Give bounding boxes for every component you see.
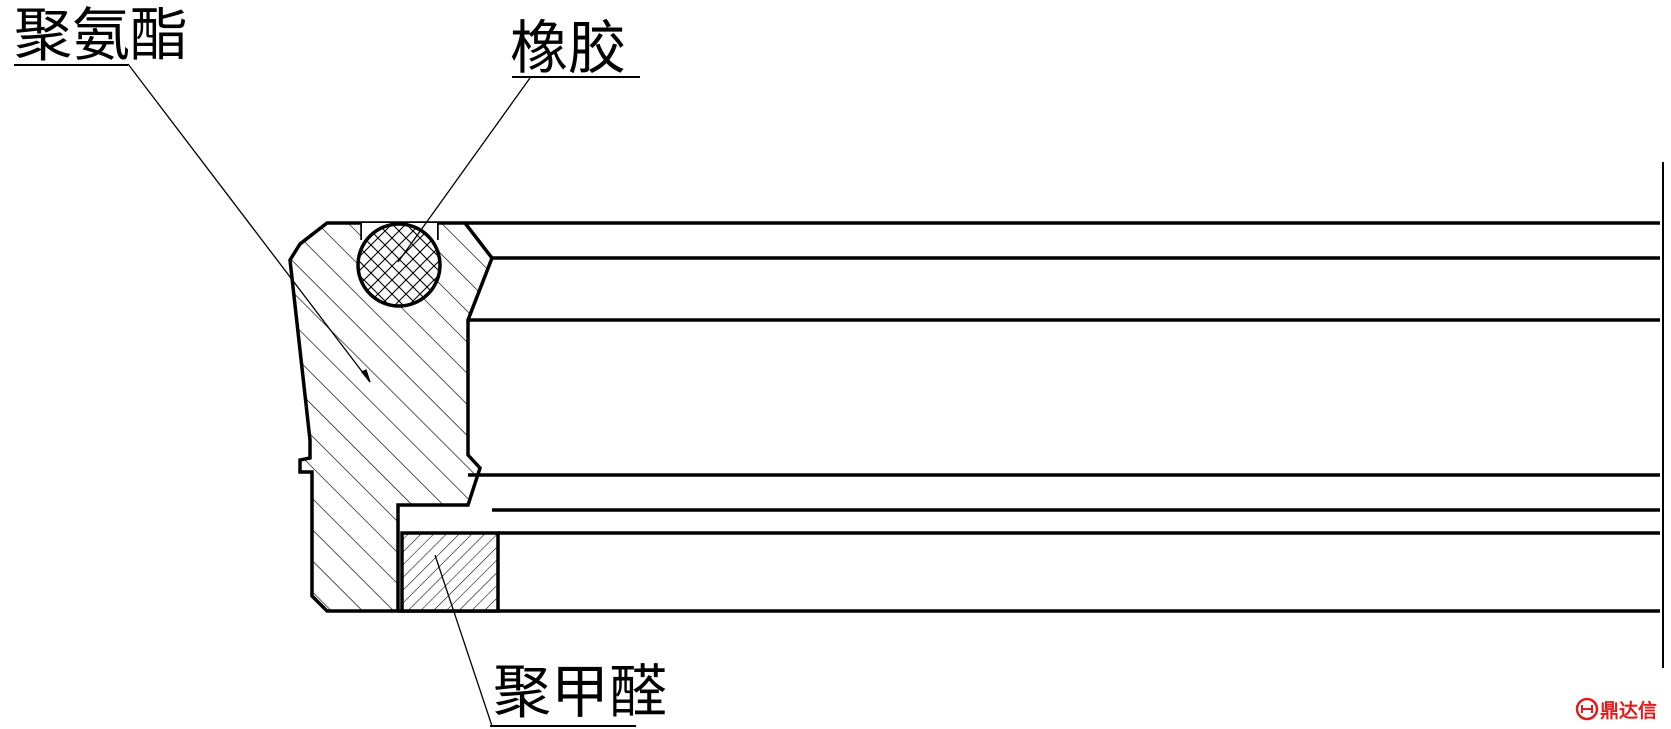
watermark-logo-icon xyxy=(1575,697,1599,721)
leader-lines xyxy=(127,63,531,727)
watermark: 鼎达信 xyxy=(1575,697,1657,722)
leader-rubber xyxy=(397,77,531,263)
rubber-o-ring xyxy=(356,222,442,308)
label-polyurethane: 聚氨酯 xyxy=(14,1,188,69)
label-polyoxymethylene: 聚甲醛 xyxy=(493,658,667,726)
label-polyoxymethylene-group: 聚甲醛 xyxy=(490,658,667,727)
watermark-text: 鼎达信 xyxy=(1600,699,1657,722)
leader-polyurethane-arrow xyxy=(360,369,371,383)
label-rubber-group: 橡胶 xyxy=(510,14,640,82)
leader-polyoxymethylene xyxy=(434,554,493,727)
leader-polyurethane xyxy=(127,63,371,383)
label-rubber: 橡胶 xyxy=(510,14,626,82)
profile-lines xyxy=(398,221,1660,613)
label-polyurethane-group: 聚氨酯 xyxy=(14,1,188,69)
